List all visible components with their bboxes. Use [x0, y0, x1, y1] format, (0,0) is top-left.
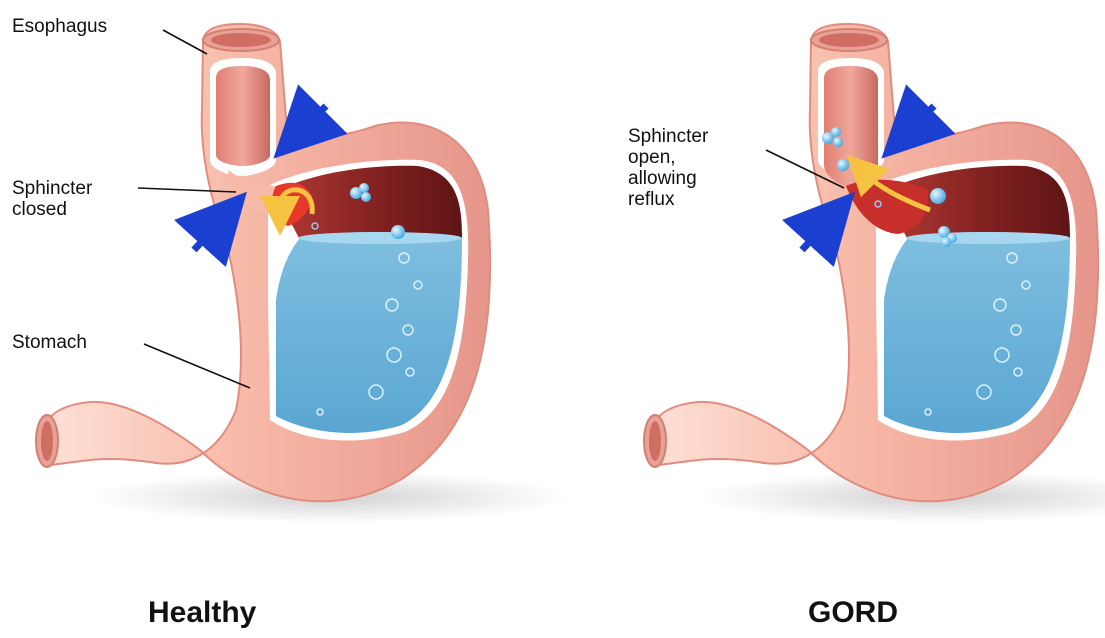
pressure-arrow-icon — [916, 106, 934, 124]
pressure-arrow-icon — [308, 106, 326, 124]
label-sphincter-closed: Sphincter closed — [12, 178, 92, 220]
gord-stomach — [644, 24, 1105, 523]
pressure-arrow-icon — [802, 228, 822, 250]
leader-line-esophagus — [163, 30, 207, 54]
pressure-arrow-icon — [194, 228, 214, 250]
label-stomach: Stomach — [12, 332, 87, 353]
caption-healthy: Healthy — [148, 596, 256, 630]
healthy-stomach — [36, 24, 570, 523]
leader-line-stomach — [144, 344, 250, 388]
label-esophagus: Esophagus — [12, 16, 107, 37]
label-sphincter-open: Sphincter open, allowing reflux — [628, 126, 708, 210]
esophagus-lumen-healthy — [216, 66, 270, 166]
caption-gord: GORD — [808, 596, 898, 630]
